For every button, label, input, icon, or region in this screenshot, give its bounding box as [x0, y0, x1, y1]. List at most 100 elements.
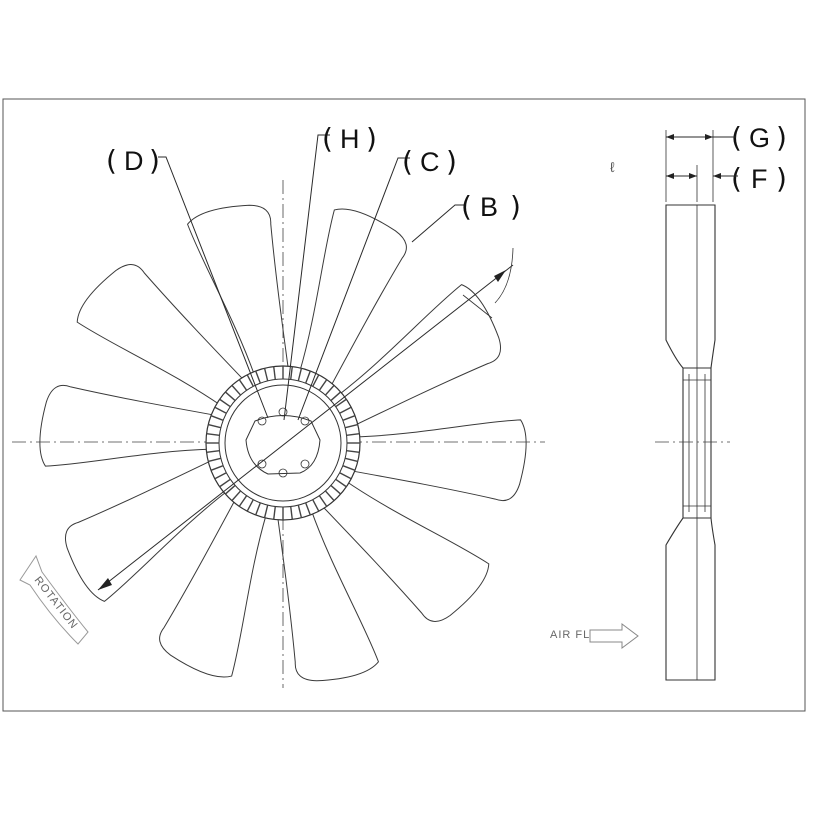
hub-tooth	[324, 384, 335, 396]
fan-blade	[39, 384, 217, 467]
paren: )	[366, 122, 377, 155]
hub-tooth	[324, 490, 335, 502]
hub-tooth	[263, 504, 269, 518]
paren: (	[461, 190, 472, 223]
hub-tooth	[344, 457, 358, 463]
hub-tooth	[312, 499, 320, 512]
paren: )	[776, 121, 787, 154]
bolt-hole	[300, 416, 310, 426]
bolt-hole	[257, 416, 267, 426]
bolt-hole	[300, 459, 310, 469]
hub-teeth	[206, 366, 360, 520]
hub-tooth	[231, 384, 242, 396]
hub-tooth	[238, 495, 248, 507]
dim-arrow	[689, 173, 697, 179]
callout-h: H	[340, 124, 360, 154]
rotation-label: ROTATION	[32, 574, 80, 631]
fan-blade	[320, 479, 490, 622]
bolt-hole	[278, 407, 288, 417]
fan-blades	[39, 204, 527, 682]
stray-mark: ℓ	[610, 159, 615, 175]
callout-f: F	[751, 164, 768, 194]
leader-c	[297, 157, 410, 421]
hub-tooth	[335, 398, 347, 408]
hub-tooth	[210, 465, 224, 471]
rotation-arrow-icon	[19, 554, 89, 645]
paren: (	[402, 145, 413, 178]
hub-tooth	[342, 465, 356, 471]
dim-arrow	[705, 134, 713, 140]
blade-width-mark	[462, 294, 493, 319]
hub-tooth	[273, 506, 276, 520]
fan-blade	[64, 459, 230, 602]
fan-blade	[276, 508, 380, 682]
paren: (	[106, 144, 117, 177]
hub-tooth	[342, 415, 356, 421]
blade-tip-arc	[494, 247, 514, 304]
hub-tooth	[224, 484, 236, 495]
fan-blade	[186, 204, 290, 378]
hub-tooth	[346, 433, 360, 436]
paren: )	[149, 144, 160, 177]
hub-tooth	[263, 368, 269, 382]
hub-tooth	[346, 450, 360, 453]
paren: (	[731, 121, 742, 154]
leader-d	[158, 156, 269, 419]
fan-blade	[336, 284, 502, 427]
paren: )	[776, 162, 787, 195]
hub-tooth	[246, 374, 254, 387]
hub-tooth	[246, 499, 254, 512]
hub-tooth	[208, 423, 222, 429]
bolt-hole	[257, 459, 267, 469]
diameter-arrow	[494, 270, 506, 282]
air-flow-arrow-icon	[589, 623, 639, 649]
air-flow-indicator: AIR FLOW	[550, 623, 639, 649]
hub-tooth	[297, 368, 303, 382]
hub-tooth	[214, 406, 227, 414]
hub-tooth	[305, 370, 311, 384]
paren: )	[510, 190, 521, 223]
hub-tooth	[219, 478, 231, 488]
hub-tooth	[339, 406, 352, 414]
hub-tooth	[339, 472, 352, 480]
hub-tooth	[255, 502, 261, 516]
paren: (	[322, 122, 333, 155]
hub-tooth	[297, 504, 303, 518]
hub-tooth	[318, 379, 328, 391]
hub-tooth	[206, 450, 220, 453]
paren: )	[446, 145, 457, 178]
hub-tooth	[335, 478, 347, 488]
hub-tooth	[238, 379, 248, 391]
hub-tooth	[330, 484, 342, 495]
leader-lines	[97, 134, 514, 591]
hub-face	[224, 384, 342, 502]
callout-b: B	[480, 192, 498, 222]
side-profile	[665, 204, 716, 681]
hub-tooth	[206, 433, 220, 436]
side-view	[655, 130, 738, 681]
hub-tooth	[290, 366, 293, 380]
dim-arrow	[666, 134, 674, 140]
hub-tooth	[344, 423, 358, 429]
hub-plate	[245, 415, 321, 475]
callout-d: D	[124, 146, 144, 176]
callout-labels: ( D ) ( H ) ( C ) ( B ) ( G ) ( F )	[106, 121, 787, 223]
hub-tooth	[210, 415, 224, 421]
hub-tooth	[305, 502, 311, 516]
hub-tooth	[330, 391, 342, 402]
bolt-hole	[278, 468, 288, 478]
hub-tooth	[231, 490, 242, 502]
dim-arrow	[713, 173, 721, 179]
hub-tooth	[214, 472, 227, 480]
callout-c: C	[420, 147, 440, 177]
hub-tooth	[255, 370, 261, 384]
hub-tooth	[219, 398, 231, 408]
callout-g: G	[749, 123, 770, 153]
fan-blade	[349, 419, 527, 502]
hub-tooth	[312, 374, 320, 387]
paren: (	[731, 162, 742, 195]
diameter-arrow	[98, 578, 112, 590]
diameter-line	[97, 264, 514, 591]
